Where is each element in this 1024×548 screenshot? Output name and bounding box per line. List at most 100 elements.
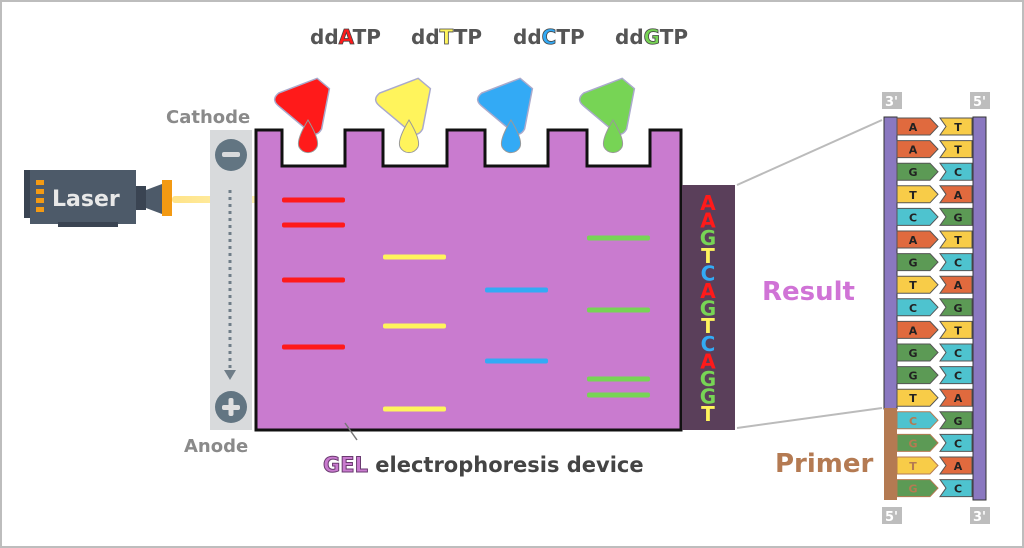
reagent-a: ddATP xyxy=(273,25,381,154)
minus-circle-icon xyxy=(215,139,247,171)
reagent-label: ddTTP xyxy=(411,25,482,49)
drop-icon xyxy=(602,119,624,154)
svg-text:C: C xyxy=(954,370,962,383)
nucleotide-G xyxy=(896,343,939,362)
laser-label: Laser xyxy=(52,187,120,212)
svg-text:C: C xyxy=(909,302,917,315)
gel-band-a xyxy=(282,344,345,350)
sequence-base: A xyxy=(700,209,716,233)
svg-text:G: G xyxy=(908,370,917,383)
drop-icon xyxy=(500,119,522,154)
svg-text:G: G xyxy=(908,483,917,496)
nucleotide-G xyxy=(939,207,973,226)
gel-band-a xyxy=(282,197,345,203)
sequence-base: T xyxy=(701,314,715,338)
svg-text:3': 3' xyxy=(973,510,986,525)
gel-band-g xyxy=(587,392,650,398)
anode-label: Anode xyxy=(184,436,248,457)
nucleotide-C xyxy=(896,298,939,317)
nucleotide-C xyxy=(896,411,939,430)
reagent-label: ddGTP xyxy=(615,25,688,49)
svg-text:T: T xyxy=(909,189,917,202)
gel-slab xyxy=(254,128,683,432)
sequence-base: G xyxy=(700,297,716,321)
nucleotide-G xyxy=(939,411,973,430)
electrode-column xyxy=(210,130,252,430)
svg-text:A: A xyxy=(954,279,963,292)
sequence-base: A xyxy=(700,279,716,303)
sequence-base: C xyxy=(701,261,716,285)
sequence-base: T xyxy=(701,244,715,268)
svg-text:T: T xyxy=(909,460,917,473)
reagent-c: ddCTP xyxy=(476,25,585,154)
svg-text:C: C xyxy=(954,257,962,270)
gel-band-g xyxy=(587,307,650,313)
svg-text:T: T xyxy=(954,234,962,247)
template-strand-backbone xyxy=(883,116,898,410)
svg-text:C: C xyxy=(954,347,962,360)
svg-text:A: A xyxy=(954,392,963,405)
nucleotide-A xyxy=(939,388,973,407)
drop-icon xyxy=(398,119,420,154)
sequence-base: G xyxy=(700,367,716,391)
flask-icon xyxy=(273,77,331,135)
nucleotide-A xyxy=(939,456,973,475)
strand-end-labels: 3' 5' 5' 3' xyxy=(882,92,990,525)
svg-text:T: T xyxy=(909,279,917,292)
nucleotide-A xyxy=(939,185,973,204)
reagent-label: ddCTP xyxy=(513,25,585,49)
primer-backbone xyxy=(884,408,897,500)
svg-text:A: A xyxy=(909,121,918,134)
laser-device: Laser xyxy=(24,170,270,227)
flask-icon xyxy=(374,77,432,135)
nucleotide-A xyxy=(939,275,973,294)
sequence-base: A xyxy=(700,191,716,215)
svg-text:A: A xyxy=(909,234,918,247)
svg-text:T: T xyxy=(954,144,962,157)
svg-text:G: G xyxy=(953,302,962,315)
sequence-base: T xyxy=(701,402,715,426)
flask-icon xyxy=(578,77,636,135)
svg-text:C: C xyxy=(954,483,962,496)
nucleotide-T xyxy=(939,140,973,159)
gel-band-c xyxy=(485,358,548,364)
svg-text:T: T xyxy=(909,392,917,405)
gel-band-t xyxy=(383,323,446,329)
nucleotide-T xyxy=(939,117,973,136)
nucleotide-C xyxy=(896,207,939,226)
svg-text:5': 5' xyxy=(885,510,898,525)
drop-icon xyxy=(297,119,319,154)
nucleotide-G xyxy=(939,298,973,317)
svg-text:G: G xyxy=(908,347,917,360)
nucleotide-T xyxy=(896,275,939,294)
svg-text:C: C xyxy=(909,211,917,224)
svg-text:A: A xyxy=(954,460,963,473)
nucleotide-T xyxy=(896,185,939,204)
nucleotide-G xyxy=(896,253,939,272)
gel-band-g xyxy=(587,235,650,241)
svg-text:C: C xyxy=(909,415,917,428)
nucleotide-C xyxy=(939,343,973,362)
nucleotide-T xyxy=(939,320,973,339)
svg-text:C: C xyxy=(954,166,962,179)
plus-circle-icon xyxy=(215,391,247,423)
nucleotide-C xyxy=(939,366,973,385)
gel-band-a xyxy=(282,222,345,228)
reagent-t: ddTTP xyxy=(374,25,482,154)
svg-text:5': 5' xyxy=(973,95,986,110)
svg-text:3': 3' xyxy=(885,95,898,110)
